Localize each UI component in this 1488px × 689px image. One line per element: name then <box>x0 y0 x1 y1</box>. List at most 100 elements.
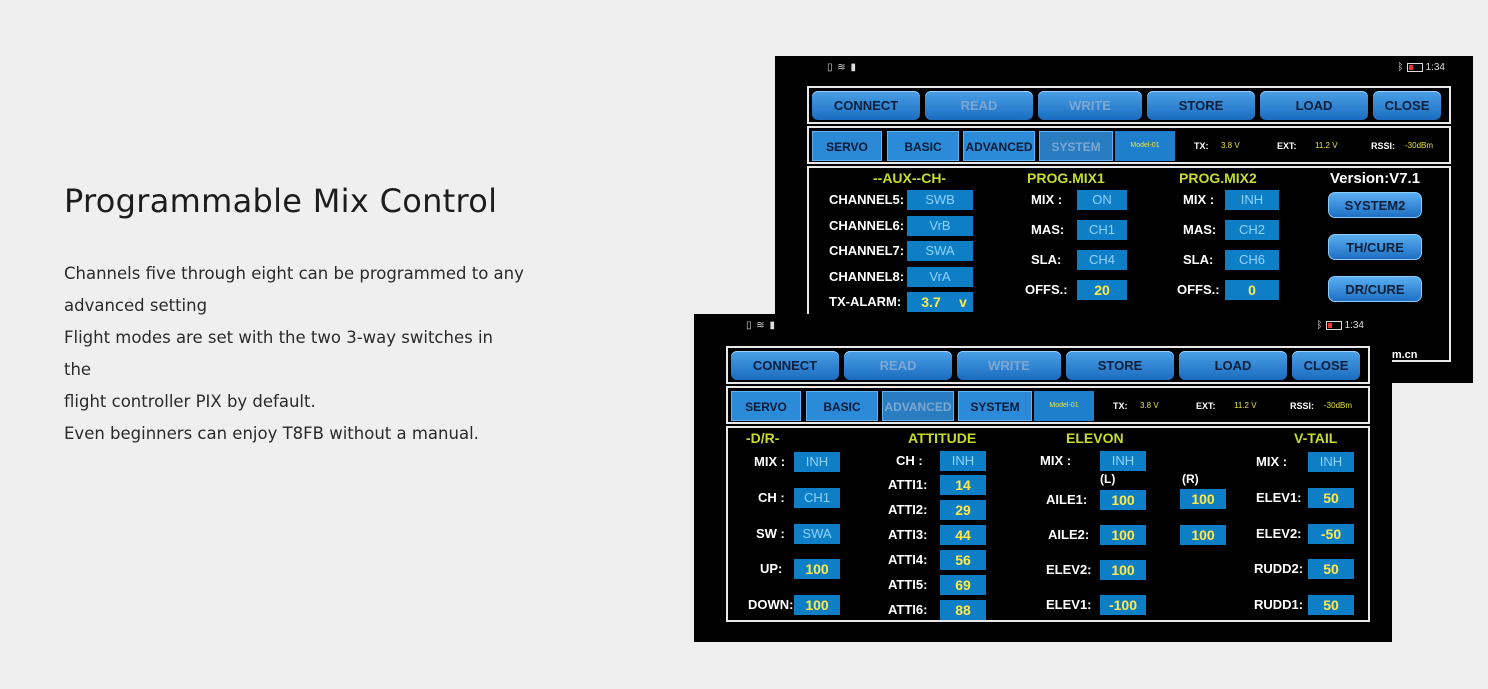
atti2-value[interactable]: 29 <box>940 500 986 520</box>
dr-up-value[interactable]: 100 <box>794 559 840 579</box>
model-name[interactable]: Model-01 <box>1034 391 1094 421</box>
tab-basic[interactable]: BASIC <box>806 391 878 421</box>
mix2-mix-label: MIX : <box>1183 192 1215 207</box>
channel8-value[interactable]: VrA <box>907 267 973 287</box>
write-button[interactable]: WRITE <box>1038 91 1142 120</box>
atti1-value[interactable]: 14 <box>940 475 986 495</box>
attitude-header: ATTITUDE <box>908 430 977 446</box>
mix2-sla-label: SLA: <box>1183 252 1214 267</box>
atti5-label: ATTI5: <box>888 577 928 592</box>
elevon-elev2-value[interactable]: 100 <box>1100 560 1146 580</box>
mix1-offs-value[interactable]: 20 <box>1077 280 1127 300</box>
dr-sw-value[interactable]: SWA <box>794 524 840 544</box>
mix2-mix-value[interactable]: INH <box>1225 190 1279 210</box>
vtail-mix-value[interactable]: INH <box>1308 452 1354 472</box>
mix2-mas-value[interactable]: CH2 <box>1225 220 1279 240</box>
description-line: flight controller PIX by default. <box>64 392 316 411</box>
elevon-header: ELEVON <box>1066 430 1124 446</box>
mix1-sla-value[interactable]: CH4 <box>1077 250 1127 270</box>
mix2-offs-value[interactable]: 0 <box>1225 280 1279 300</box>
dr-ch-value[interactable]: CH1 <box>794 488 840 508</box>
close-button[interactable]: CLOSE <box>1373 91 1441 120</box>
elevon-right-label: (R) <box>1182 472 1199 486</box>
aile1-left-value[interactable]: 100 <box>1100 490 1146 510</box>
elevon-mix-value[interactable]: INH <box>1100 451 1146 471</box>
aile2-right-value[interactable]: 100 <box>1180 525 1226 545</box>
th-cure-button[interactable]: TH/CURE <box>1328 234 1422 260</box>
dr-cure-button[interactable]: DR/CURE <box>1328 276 1422 302</box>
description-line: advanced setting <box>64 296 208 315</box>
atti3-label: ATTI3: <box>888 527 928 542</box>
mix1-mix-value[interactable]: ON <box>1077 190 1127 210</box>
tab-servo[interactable]: SERVO <box>812 131 882 161</box>
tab-system[interactable]: SYSTEM <box>958 391 1032 421</box>
load-button[interactable]: LOAD <box>1260 91 1368 120</box>
atti4-value[interactable]: 56 <box>940 550 986 570</box>
vtail-elev1-value[interactable]: 50 <box>1308 488 1354 508</box>
store-button[interactable]: STORE <box>1147 91 1255 120</box>
vtail-elev2-label: ELEV2: <box>1256 526 1302 541</box>
battery-icon <box>1325 320 1342 330</box>
mix1-mas-value[interactable]: CH1 <box>1077 220 1127 240</box>
vtail-rudd2-value[interactable]: 50 <box>1308 559 1354 579</box>
channel7-value[interactable]: SWA <box>907 241 973 261</box>
dr-down-value[interactable]: 100 <box>794 595 840 615</box>
tx-alarm-value[interactable]: 3.7 <box>907 292 955 312</box>
vtail-header: V-TAIL <box>1294 430 1338 446</box>
vtail-elev2-value[interactable]: -50 <box>1308 524 1354 544</box>
dr-mix-value[interactable]: INH <box>794 452 840 472</box>
toolbar: CONNECT READ WRITE STORE LOAD CLOSE <box>726 346 1370 384</box>
status-time: 1:34 <box>1425 62 1445 73</box>
aux-ch-header: --AUX--CH- <box>873 170 947 186</box>
aile1-right-value[interactable]: 100 <box>1180 489 1226 509</box>
elevon-elev1-value[interactable]: -100 <box>1100 595 1146 615</box>
channel6-value[interactable]: VrB <box>907 216 973 236</box>
atti5-value[interactable]: 69 <box>940 575 986 595</box>
tab-advanced[interactable]: ADVANCED <box>963 131 1035 161</box>
elevon-mix-label: MIX : <box>1040 453 1072 468</box>
atti4-label: ATTI4: <box>888 552 928 567</box>
channel5-value[interactable]: SWB <box>907 190 973 210</box>
tab-basic[interactable]: BASIC <box>887 131 959 161</box>
aile2-left-value[interactable]: 100 <box>1100 525 1146 545</box>
mix1-sla-label: SLA: <box>1031 252 1062 267</box>
store-button[interactable]: STORE <box>1066 351 1174 380</box>
read-button[interactable]: READ <box>844 351 952 380</box>
rssi-value: -30dBm <box>1324 401 1353 410</box>
close-button[interactable]: CLOSE <box>1292 351 1360 380</box>
system2-button[interactable]: SYSTEM2 <box>1328 192 1422 218</box>
tab-servo[interactable]: SERVO <box>731 391 801 421</box>
connect-button[interactable]: CONNECT <box>812 91 920 120</box>
dr-mix-label: MIX : <box>754 454 786 469</box>
description-line: Flight modes are set with the two 3-way … <box>64 328 493 379</box>
connect-button[interactable]: CONNECT <box>731 351 839 380</box>
rssi-label: RSSI: <box>1371 141 1396 151</box>
attitude-ch-value[interactable]: INH <box>940 451 986 471</box>
dr-ch-label: CH : <box>758 490 785 505</box>
model-name[interactable]: Model-01 <box>1115 131 1175 161</box>
tab-system[interactable]: SYSTEM <box>1039 131 1113 161</box>
app-window: CONNECT READ WRITE STORE LOAD CLOSE SERV… <box>726 346 1370 622</box>
load-button[interactable]: LOAD <box>1179 351 1287 380</box>
mix2-offs-label: OFFS.: <box>1177 282 1220 297</box>
read-button[interactable]: READ <box>925 91 1033 120</box>
bluetooth-icon: ᛒ <box>1316 320 1323 331</box>
elevon-elev1-label: ELEV1: <box>1046 597 1092 612</box>
tab-advanced[interactable]: ADVANCED <box>882 391 954 421</box>
atti3-value[interactable]: 44 <box>940 525 986 545</box>
dr-header: -D/R- <box>746 430 780 446</box>
elevon-elev2-label: ELEV2: <box>1046 562 1092 577</box>
vtail-rudd1-value[interactable]: 50 <box>1308 595 1354 615</box>
mix2-sla-value[interactable]: CH6 <box>1225 250 1279 270</box>
firmware-version: Version:V7.1 <box>1330 170 1421 187</box>
tx-value: 3.8 V <box>1140 401 1159 410</box>
write-button[interactable]: WRITE <box>957 351 1061 380</box>
prog-mix2-header: PROG.MIX2 <box>1179 170 1257 186</box>
atti6-value[interactable]: 88 <box>940 600 986 620</box>
attitude-ch-label: CH : <box>896 453 923 468</box>
vtail-rudd1-label: RUDD1: <box>1254 597 1304 612</box>
